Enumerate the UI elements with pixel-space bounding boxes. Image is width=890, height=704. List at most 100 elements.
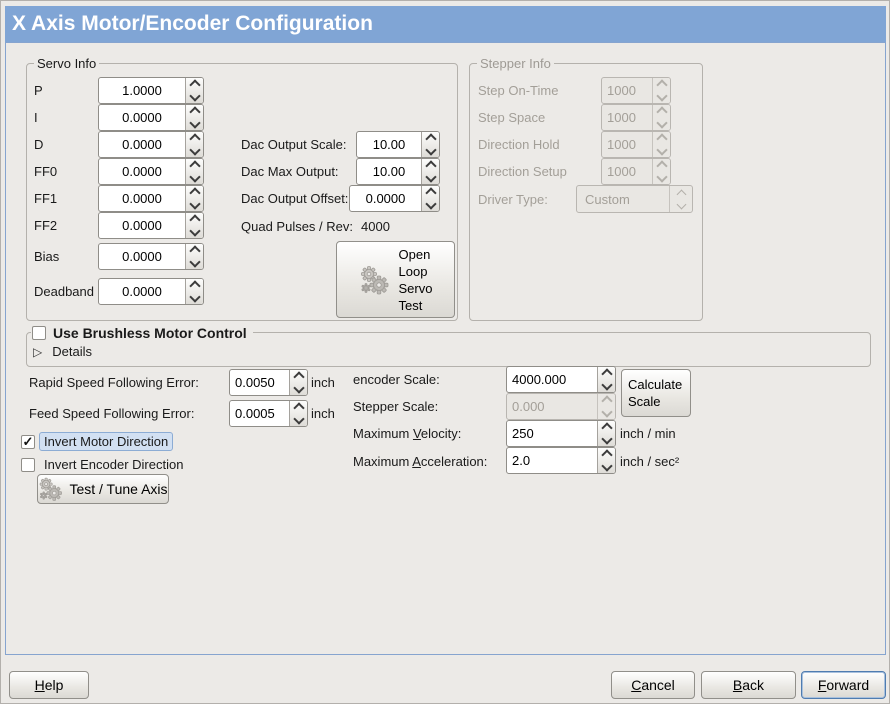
chevron-up-icon: [676, 189, 686, 199]
chevron-down-icon: [655, 117, 668, 129]
driver-type-dropdown-buttons: [669, 186, 692, 212]
test-tune-axis-label: Test / Tune Axis: [69, 481, 168, 497]
servo-info-title: Servo Info: [34, 56, 100, 71]
chevron-down-icon: [188, 225, 201, 237]
back-label: Back: [732, 677, 765, 693]
stepper-scale-label: Stepper Scale:: [353, 399, 439, 414]
expander-arrow-icon: ▷: [33, 344, 43, 359]
p-input[interactable]: 1.0000: [122, 83, 162, 98]
rapid-following-error-label: Rapid Speed Following Error:: [29, 375, 199, 390]
maximum-velocity-label: Maximum Velocity:: [353, 426, 462, 441]
servo-info-frame: Servo Info: [26, 56, 458, 321]
maximum-velocity-spinbox: 250: [506, 420, 616, 447]
p-spinbox: 1.0000: [98, 77, 204, 104]
dac-output-offset-input[interactable]: 0.0000: [365, 191, 406, 206]
step-space-input: 1000: [607, 110, 636, 125]
ff2-label: FF2: [34, 218, 58, 233]
back-button[interactable]: Back: [701, 671, 796, 699]
invert-encoder-direction-row: Invert Encoder Direction: [21, 457, 183, 472]
help-label: Help: [34, 677, 64, 693]
use-brushless-checkbox[interactable]: [32, 326, 46, 340]
direction-hold-label: Direction Hold: [478, 137, 560, 152]
dac-output-scale-spin-buttons[interactable]: [421, 132, 439, 157]
bias-input[interactable]: 0.0000: [122, 249, 162, 264]
ff1-spinbox: 0.0000: [98, 185, 204, 212]
chevron-down-icon: [424, 144, 437, 156]
stepper-info-title: Stepper Info: [477, 56, 554, 71]
test-tune-axis-button[interactable]: Test / Tune Axis: [37, 474, 169, 504]
dac-output-scale-input[interactable]: 10.00: [372, 137, 406, 152]
ff1-input[interactable]: 0.0000: [122, 191, 162, 206]
invert-encoder-direction-checkbox[interactable]: [21, 457, 35, 472]
encoder-scale-spin-buttons[interactable]: [597, 367, 615, 392]
maximum-acceleration-label: Maximum Acceleration:: [353, 454, 488, 469]
calculate-scale-button[interactable]: Calculate Scale: [621, 369, 691, 417]
brushless-frame: [26, 332, 871, 367]
invert-motor-direction-label[interactable]: Invert Motor Direction: [39, 432, 174, 451]
maximum-acceleration-unit: inch / sec²: [620, 454, 680, 469]
ff0-spin-buttons[interactable]: [185, 159, 203, 184]
feed-following-error-unit: inch: [311, 406, 335, 421]
deadband-spin-buttons[interactable]: [185, 279, 203, 304]
maximum-acceleration-input[interactable]: 2.0: [512, 453, 531, 468]
cancel-button[interactable]: Cancel: [611, 671, 695, 699]
details-expander[interactable]: ▷ Details: [33, 344, 92, 359]
rapid-following-error-spinbox: 0.0050: [229, 369, 308, 396]
i-spin-buttons[interactable]: [185, 105, 203, 130]
invert-motor-direction-checkbox[interactable]: ✓: [21, 433, 35, 449]
stepper-scale-input: 0.000: [512, 399, 545, 414]
ff2-spin-buttons[interactable]: [185, 213, 203, 238]
rapid-following-error-spin-buttons[interactable]: [289, 370, 307, 395]
chevron-down-icon: [188, 117, 201, 129]
feed-following-error-spin-buttons[interactable]: [289, 401, 307, 426]
maximum-acceleration-spin-buttons[interactable]: [597, 448, 615, 473]
step-on-time-input: 1000: [607, 83, 636, 98]
step-space-spinbox: 1000: [601, 104, 671, 131]
dac-output-offset-spin-buttons[interactable]: [421, 186, 439, 211]
direction-hold-spinbox: 1000: [601, 131, 671, 158]
dac-output-scale-spinbox: 10.00: [356, 131, 440, 158]
chevron-down-icon: [188, 198, 201, 210]
dac-output-offset-spinbox: 0.0000: [349, 185, 440, 212]
p-label: P: [34, 83, 43, 98]
p-spin-buttons[interactable]: [185, 78, 203, 103]
maximum-velocity-spin-buttons[interactable]: [597, 421, 615, 446]
rapid-following-error-input[interactable]: 0.0050: [235, 375, 275, 390]
invert-encoder-direction-label[interactable]: Invert Encoder Direction: [44, 457, 184, 472]
bias-label: Bias: [34, 249, 60, 264]
chevron-down-icon: [655, 144, 668, 156]
driver-type-select: Custom: [576, 185, 693, 213]
forward-button[interactable]: Forward: [801, 671, 886, 699]
encoder-scale-input[interactable]: 4000.000: [512, 372, 567, 387]
chevron-down-icon: [655, 171, 668, 183]
quad-pulses-value: 4000: [361, 219, 390, 234]
d-input[interactable]: 0.0000: [122, 137, 162, 152]
step-space-label: Step Space: [478, 110, 546, 125]
maximum-velocity-input[interactable]: 250: [512, 426, 534, 441]
chevron-down-icon: [676, 199, 686, 209]
dac-max-output-spin-buttons[interactable]: [421, 159, 439, 184]
driver-type-value: Custom: [585, 191, 630, 207]
dac-output-offset-label: Dac Output Offset:: [241, 191, 349, 206]
bias-spin-buttons[interactable]: [185, 244, 203, 269]
ff2-input[interactable]: 0.0000: [122, 218, 162, 233]
ff1-spin-buttons[interactable]: [185, 186, 203, 211]
d-spin-buttons[interactable]: [185, 132, 203, 157]
ff0-input[interactable]: 0.0000: [122, 164, 162, 179]
maximum-velocity-unit: inch / min: [620, 426, 676, 441]
chevron-down-icon: [600, 460, 613, 472]
i-input[interactable]: 0.0000: [122, 110, 162, 125]
deadband-spinbox: 0.0000: [98, 278, 204, 305]
step-space-spin-buttons: [652, 105, 670, 130]
open-loop-servo-test-button[interactable]: Open Loop Servo Test: [336, 241, 455, 318]
help-button[interactable]: Help: [9, 671, 89, 699]
rapid-following-error-unit: inch: [311, 375, 335, 390]
step-on-time-label: Step On-Time: [478, 83, 559, 98]
deadband-input[interactable]: 0.0000: [122, 284, 162, 299]
dac-max-output-input[interactable]: 10.00: [372, 164, 406, 179]
chevron-down-icon: [424, 198, 437, 210]
feed-following-error-input[interactable]: 0.0005: [235, 406, 275, 421]
feed-following-error-spinbox: 0.0005: [229, 400, 308, 427]
direction-setup-input: 1000: [607, 164, 636, 179]
